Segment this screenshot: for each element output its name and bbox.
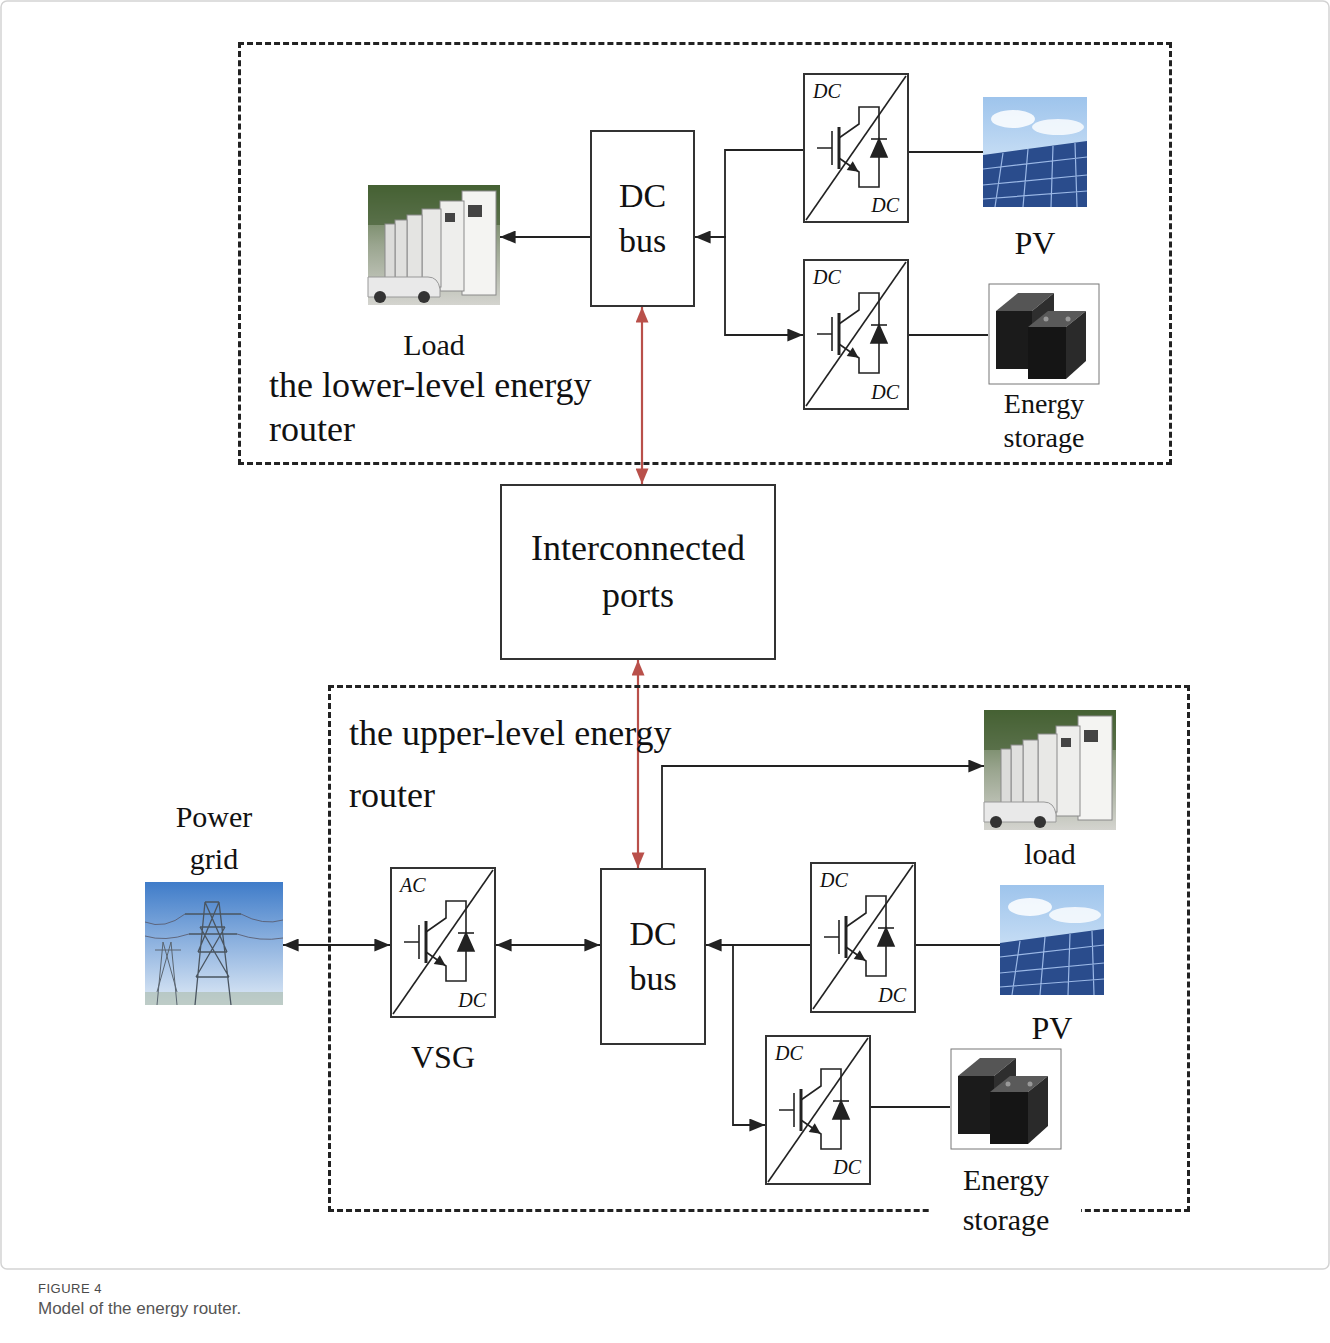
converter-symbol	[768, 1038, 868, 1182]
dc-dc-converter: DC DC	[803, 73, 909, 223]
picture-label: Energy storage	[974, 387, 1114, 455]
dc-bus-box: DC bus	[590, 130, 695, 307]
box-label: Interconnected ports	[502, 525, 774, 619]
dc-dc-converter: DC DC	[810, 862, 916, 1013]
converter-symbol	[806, 262, 906, 406]
power-flow-line	[706, 945, 765, 1125]
charging-station-picture	[984, 710, 1116, 830]
figure-number: FIGURE 4	[38, 1281, 102, 1297]
picture-label: Energy storage	[931, 1160, 1081, 1240]
power-flow-line	[916, 944, 1000, 946]
picture-label: load	[990, 836, 1110, 872]
port-type-label: DC	[458, 988, 486, 1012]
power-flow-line	[662, 766, 984, 868]
port-type-label: DC	[878, 983, 906, 1007]
storage-picture: Energy storage	[988, 283, 1100, 385]
picture-label: PV	[1002, 1010, 1102, 1046]
power-flow-line	[500, 236, 590, 238]
figure-caption: Model of the energy router.	[38, 1298, 1288, 1320]
picture-label: PV	[985, 225, 1085, 261]
port-box: Interconnected ports	[500, 484, 776, 660]
box-label: DC bus	[592, 174, 693, 262]
port-type-label: DC	[871, 193, 899, 217]
ac-dc-converter: ACDCVSG	[390, 867, 496, 1018]
port-type-label: DC	[813, 265, 841, 289]
power-flow-line	[909, 334, 988, 336]
region-title: the upper-level energy router	[349, 702, 679, 826]
dc-dc-converter: DC DC	[803, 259, 909, 410]
port-type-label: AC	[400, 873, 426, 897]
battery-picture	[989, 284, 1099, 384]
load-picture: Load	[368, 185, 500, 305]
power-flow-line	[283, 944, 390, 946]
battery-picture	[951, 1049, 1061, 1149]
port-type-label: DC	[820, 868, 848, 892]
port-type-label: DC	[871, 380, 899, 404]
pv-panel-picture	[983, 97, 1087, 207]
interconnect-arrow	[641, 307, 643, 484]
pv-picture: PV	[1000, 885, 1104, 995]
converter-symbol	[393, 870, 493, 1014]
port-type-label: DC	[833, 1155, 861, 1179]
pv-panel-picture	[1000, 885, 1104, 995]
router-region: the upper-level energy routerAC DC VSG DC b…	[328, 685, 1190, 1212]
figure-frame	[1, 1, 1329, 1269]
dc-bus-box: DC bus	[600, 868, 706, 1045]
power-flow-line	[496, 944, 600, 946]
picture-label: Power grid	[154, 796, 274, 880]
power-flow-line	[695, 237, 803, 335]
load-picture: load	[984, 710, 1116, 830]
box-label: DC bus	[602, 912, 704, 1000]
power-flow-line	[871, 1106, 950, 1108]
pv-picture: PV	[983, 97, 1087, 207]
charging-station-picture	[368, 185, 500, 305]
interconnect-arrow	[637, 660, 639, 868]
converter-symbol	[806, 76, 906, 220]
picture-label: Load	[344, 328, 524, 362]
power-flow-line	[695, 150, 803, 237]
power-flow-line	[909, 151, 983, 153]
router-region: the lower-level energy routerLoadDC busD…	[238, 42, 1172, 465]
grid-picture: Power grid	[145, 882, 283, 1005]
region-title: the lower-level energy router	[269, 363, 599, 451]
dc-dc-converter: DC DC	[765, 1035, 871, 1185]
power-grid-picture	[145, 882, 283, 1005]
converter-symbol	[813, 865, 913, 1009]
converter-name: VSG	[383, 1038, 503, 1076]
port-type-label: DC	[775, 1041, 803, 1065]
storage-picture: Energy storage	[950, 1048, 1062, 1150]
port-type-label: DC	[813, 79, 841, 103]
